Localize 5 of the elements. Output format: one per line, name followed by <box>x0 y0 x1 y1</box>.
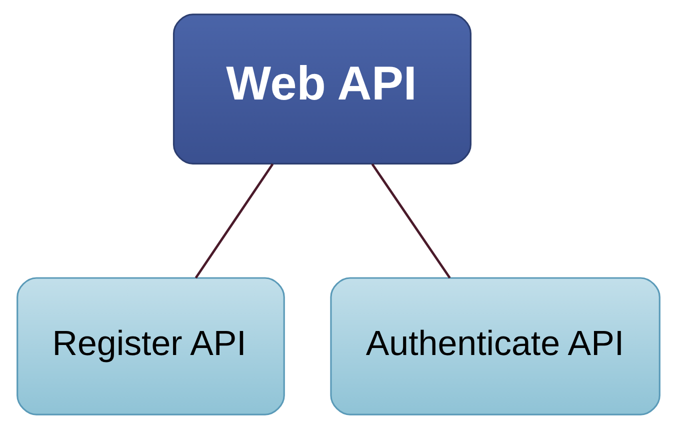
node-box: Register API <box>16 277 285 416</box>
connector <box>194 163 274 279</box>
node-box: Authenticate API <box>330 277 660 416</box>
connector <box>371 163 451 279</box>
node-box: Web API <box>172 14 472 164</box>
